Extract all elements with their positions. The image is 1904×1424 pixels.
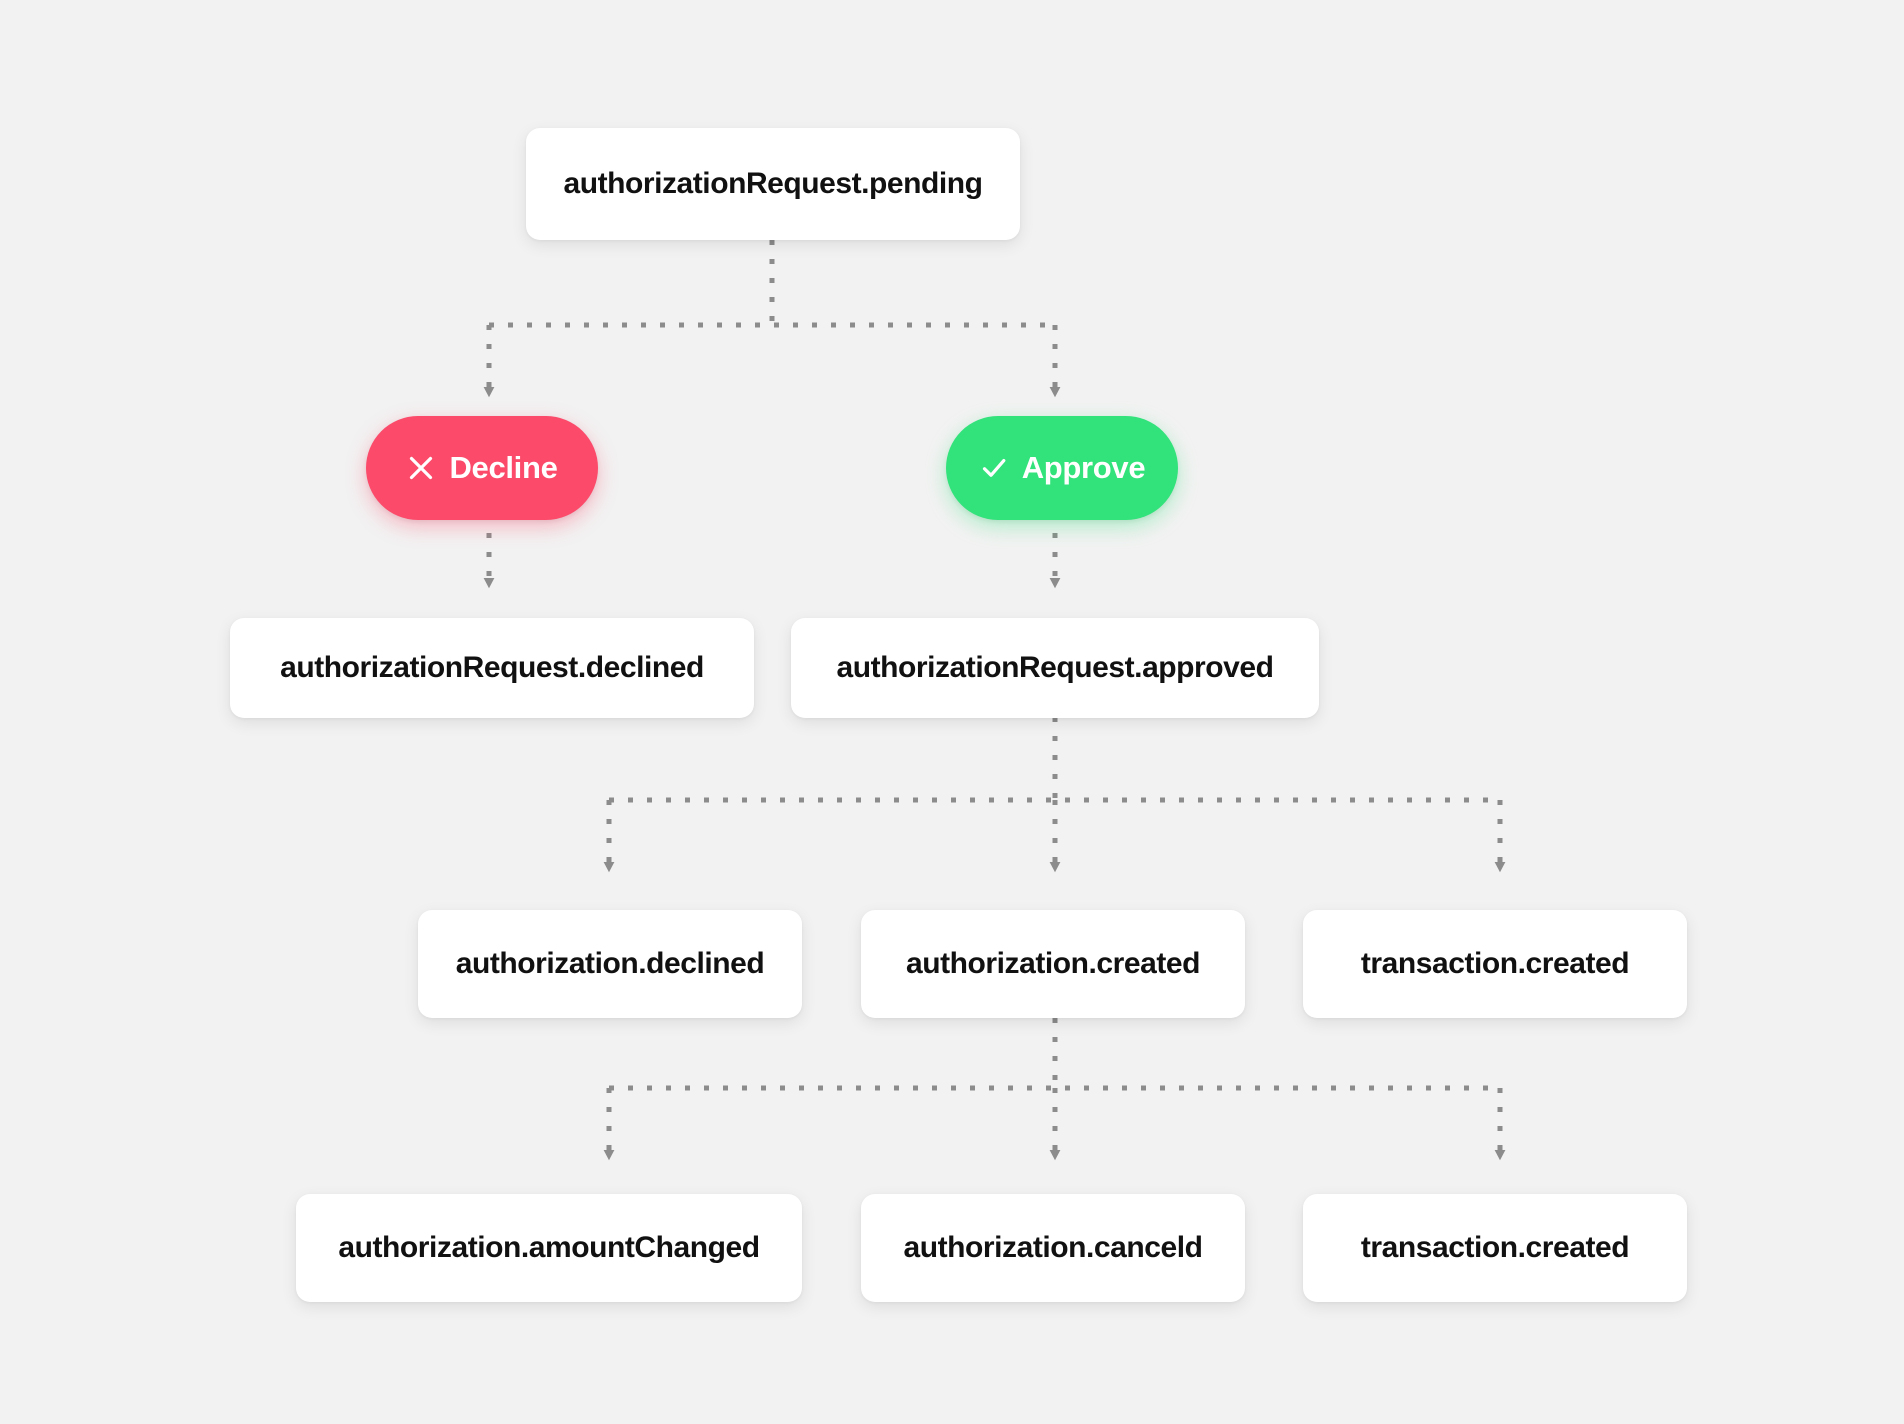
node-authorization-amount-changed[interactable]: authorization.amountChanged xyxy=(296,1194,802,1302)
node-authorization-created[interactable]: authorization.created xyxy=(861,910,1245,1018)
node-label: authorization.created xyxy=(906,947,1200,980)
check-icon xyxy=(979,453,1009,483)
node-authorization-request-approved[interactable]: authorizationRequest.approved xyxy=(791,618,1319,718)
approve-button-label: Approve xyxy=(1021,450,1146,485)
node-label: authorization.amountChanged xyxy=(338,1231,760,1264)
node-label: authorizationRequest.approved xyxy=(836,651,1274,684)
node-authorization-declined[interactable]: authorization.declined xyxy=(418,910,802,1018)
node-label: transaction.created xyxy=(1360,947,1630,980)
node-authorization-request-pending[interactable]: authorizationRequest.pending xyxy=(526,128,1020,240)
close-x-icon xyxy=(406,453,436,483)
node-label: authorizationRequest.declined xyxy=(280,651,704,684)
node-label: authorizationRequest.pending xyxy=(563,167,983,200)
node-authorization-canceld[interactable]: authorization.canceld xyxy=(861,1194,1245,1302)
node-transaction-created-a[interactable]: transaction.created xyxy=(1303,910,1687,1018)
node-transaction-created-b[interactable]: transaction.created xyxy=(1303,1194,1687,1302)
decline-button-label: Decline xyxy=(449,450,558,485)
approve-button[interactable]: Approve xyxy=(946,416,1178,520)
decline-button[interactable]: Decline xyxy=(366,416,598,520)
node-label: authorization.declined xyxy=(455,947,765,980)
node-label: authorization.canceld xyxy=(903,1231,1203,1264)
node-label: transaction.created xyxy=(1360,1231,1630,1264)
node-authorization-request-declined[interactable]: authorizationRequest.declined xyxy=(230,618,754,718)
